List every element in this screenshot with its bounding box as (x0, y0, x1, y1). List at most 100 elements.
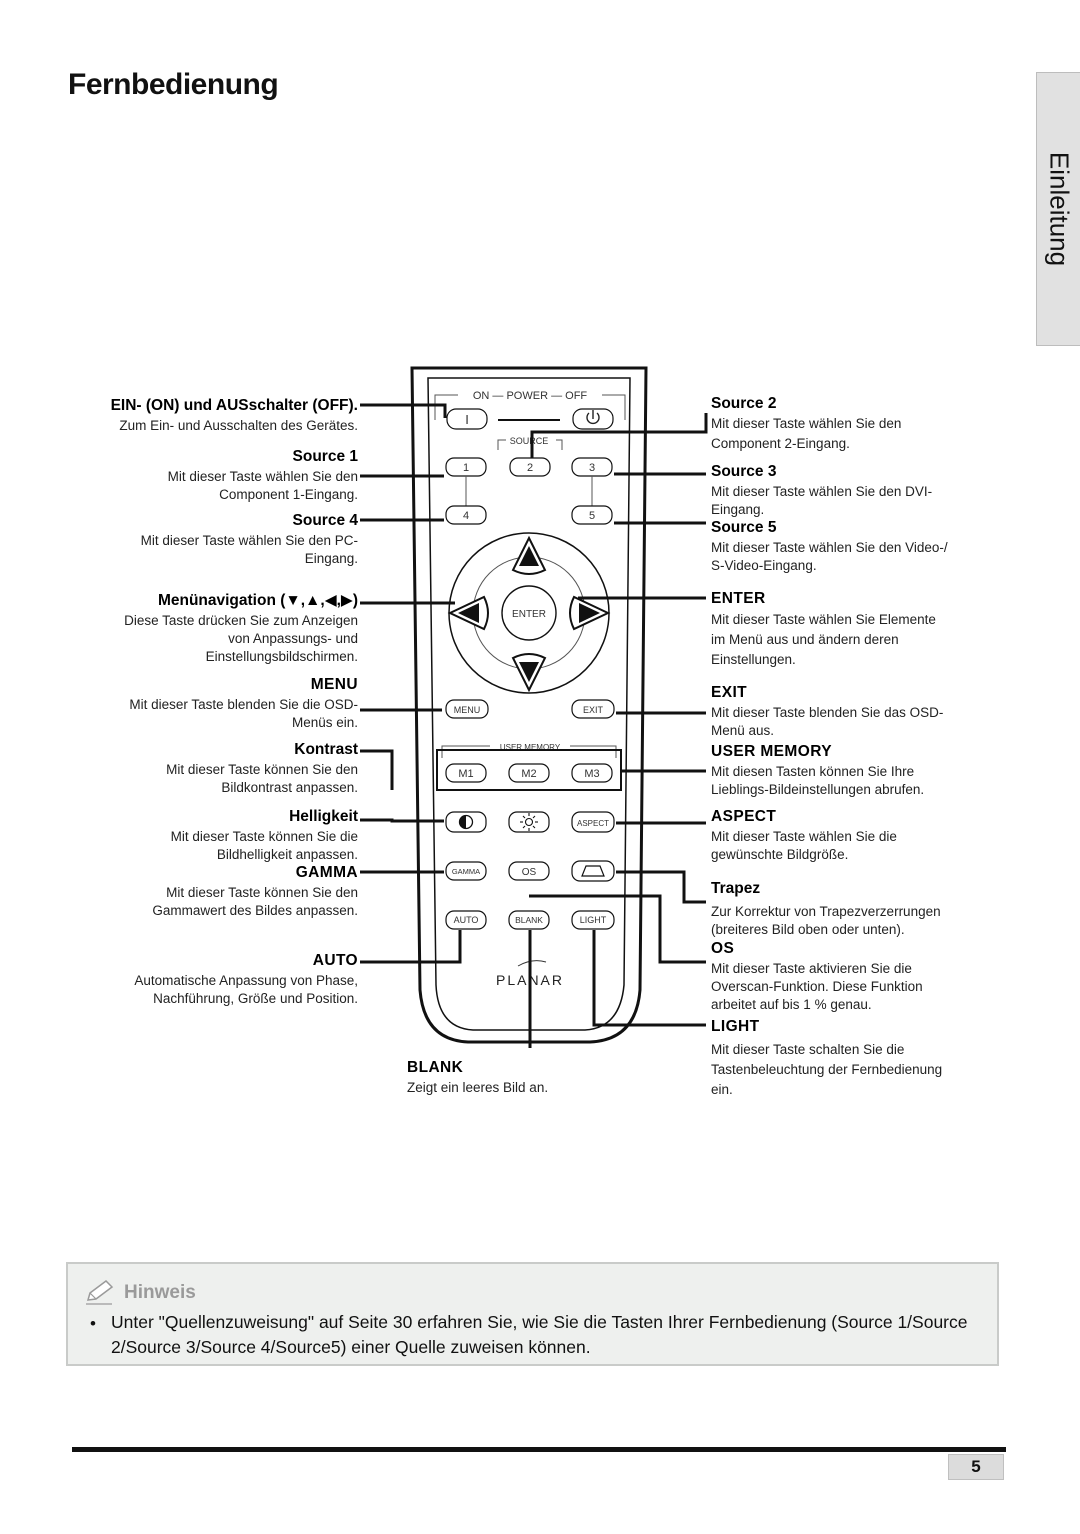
m1-button[interactable] (445, 763, 487, 783)
exit-button[interactable] (571, 699, 615, 719)
arrow-left-icon[interactable] (447, 595, 489, 631)
callout-power-line: Zum Ein- und Ausschalten des Gerätes. (119, 418, 358, 433)
callout-user-memory: USER MEMORY Mit diesen Tasten können Sie… (711, 742, 1011, 799)
callout-source4-title: Source 4 (292, 512, 358, 529)
auto-btn-label: AUTO (454, 915, 479, 925)
light-btn-label: LIGHT (580, 915, 607, 925)
gamma-button[interactable] (445, 861, 487, 881)
callout-source4-line: Mit dieser Taste wählen Sie den PC- (140, 533, 358, 548)
callout-os-line: Mit dieser Taste aktivieren Sie die (711, 961, 912, 976)
callout-gamma-line: Gammawert des Bildes anpassen. (152, 903, 358, 918)
callout-menu-line: Mit dieser Taste blenden Sie die OSD- (129, 697, 358, 712)
callout-exit-title: EXIT (711, 684, 748, 701)
enter-button[interactable] (501, 585, 557, 641)
gamma-btn-label: GAMMA (452, 867, 480, 876)
callout-aspect-line: Mit dieser Taste wählen Sie die (711, 829, 897, 844)
callout-contrast: Kontrast Mit dieser Taste können Sie den… (40, 740, 358, 797)
callout-nav-line: Einstellungsbildschirmen. (205, 649, 358, 664)
callout-brightness-line: Bildhelligkeit anpassen. (216, 847, 358, 862)
aspect-btn-label: ASPECT (577, 819, 609, 828)
m3-button[interactable] (571, 763, 613, 783)
m2-label: M2 (521, 768, 536, 780)
callout-trapez-line: (breiteres Bild oben oder unten). (711, 922, 905, 937)
callout-enter-title: ENTER (711, 590, 766, 607)
callout-os-line: Overscan-Funktion. Diese Funktion (711, 979, 923, 994)
callout-auto: AUTO Automatische Anpassung von Phase, N… (40, 951, 358, 1008)
m2-button[interactable] (508, 763, 550, 783)
callout-blank-line: Zeigt ein leeres Bild an. (407, 1080, 549, 1095)
callout-source5: Source 5 Mit dieser Taste wählen Sie den… (711, 518, 1011, 575)
light-button[interactable] (571, 910, 615, 930)
callout-source5-line: S-Video-Eingang. (711, 558, 817, 573)
aspect-button[interactable] (571, 811, 615, 833)
callout-source3: Source 3 Mit dieser Taste wählen Sie den… (711, 462, 1011, 519)
callout-enter-line: Einstellungen. (711, 652, 796, 667)
callout-source3-line: Mit dieser Taste wählen Sie den DVI- (711, 484, 933, 499)
auto-button[interactable] (445, 910, 487, 930)
callout-nav-line: Diese Taste drücken Sie zum Anzeigen (124, 613, 358, 628)
callout-user-memory-line: Mit diesen Tasten können Sie Ihre (711, 764, 915, 779)
note-title: Hinweis (124, 1282, 196, 1303)
callout-menu-line: Menüs ein. (291, 715, 358, 730)
m1-label: M1 (458, 768, 473, 780)
callout-nav-line: von Anpassungs- und (228, 631, 358, 646)
power-group-label: ON — POWER — OFF (473, 390, 588, 402)
note-bullet: • (90, 1314, 96, 1333)
keystone-button[interactable] (571, 860, 615, 882)
menu-button[interactable] (445, 699, 489, 719)
callout-source5-title: Source 5 (711, 519, 777, 536)
arrow-down-icon[interactable] (511, 653, 547, 693)
source2-button[interactable] (509, 457, 551, 477)
blank-btn-label: BLANK (515, 915, 543, 925)
source5-button[interactable] (571, 505, 613, 525)
callout-enter-line: Mit dieser Taste wählen Sie Elemente (711, 612, 936, 627)
arrow-up-icon[interactable] (511, 535, 547, 575)
callout-brightness-title: Helligkeit (289, 808, 358, 825)
blank-button[interactable] (508, 910, 550, 930)
callout-light-title: LIGHT (711, 1018, 760, 1035)
power-on-button[interactable] (446, 408, 488, 430)
source2-label: 2 (527, 462, 533, 474)
callout-contrast-line: Bildkontrast anpassen. (221, 780, 358, 795)
source1-label: 1 (463, 462, 469, 474)
callout-nav-title: Menünavigation (▼,▲,◀,▶) (157, 592, 358, 609)
callout-source4: Source 4 Mit dieser Taste wählen Sie den… (40, 511, 358, 568)
callout-light-line: Mit dieser Taste schalten Sie die (711, 1042, 905, 1057)
page-title: Fernbedienung (68, 68, 279, 101)
callout-source5-line: Mit dieser Taste wählen Sie den Video-/ (711, 540, 948, 555)
source5-label: 5 (589, 510, 595, 522)
note-text: Unter "Quellenzuweisung" auf Seite 30 er… (111, 1312, 968, 1357)
user-memory-group-label: USER MEMORY (500, 743, 561, 752)
callout-aspect-title: ASPECT (711, 808, 777, 825)
callout-source1-title: Source 1 (292, 448, 358, 465)
callout-exit: EXIT Mit dieser Taste blenden Sie das OS… (711, 683, 1011, 740)
callout-gamma-title: GAMMA (295, 864, 358, 881)
enter-label: ENTER (512, 609, 546, 620)
os-button[interactable] (508, 861, 550, 881)
source4-button[interactable] (445, 505, 487, 525)
callout-trapez: Trapez Zur Korrektur von Trapezverzerrun… (711, 879, 1011, 939)
brightness-button[interactable] (508, 811, 550, 833)
source-group-label: SOURCE (510, 436, 549, 446)
callout-user-memory-line: Lieblings-Bildeinstellungen abrufen. (711, 782, 925, 797)
arrow-right-icon[interactable] (569, 595, 611, 631)
power-icon (586, 410, 600, 425)
callout-gamma: GAMMA Mit dieser Taste können Sie den Ga… (40, 863, 358, 920)
callout-source4-line: Eingang. (304, 551, 358, 566)
leader-lines (360, 403, 708, 1048)
callout-source1: Source 1 Mit dieser Taste wählen Sie den… (40, 447, 358, 504)
callout-brightness: Helligkeit Mit dieser Taste können Sie d… (40, 807, 358, 864)
callout-source1-line: Component 1-Eingang. (219, 487, 358, 502)
exit-btn-label: EXIT (583, 705, 604, 715)
callout-os: OS Mit dieser Taste aktivieren Sie die O… (711, 939, 1011, 1014)
power-on-label: I (465, 412, 469, 427)
callout-blank-title: BLANK (407, 1059, 464, 1076)
callout-source2-title: Source 2 (711, 395, 777, 412)
keystone-icon (581, 865, 605, 877)
callout-os-title: OS (711, 940, 735, 957)
callout-trapez-title: Trapez (711, 880, 761, 897)
callout-user-memory-title: USER MEMORY (711, 743, 832, 760)
os-btn-label: OS (522, 867, 537, 878)
pencil-icon (86, 1280, 114, 1305)
